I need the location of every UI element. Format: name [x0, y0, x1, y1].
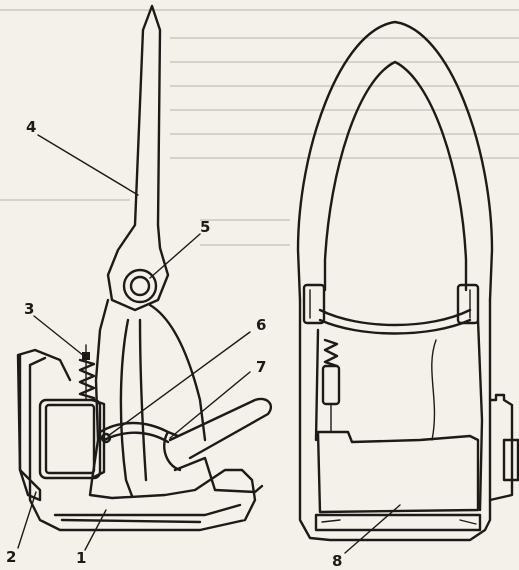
callout-5: 5 [200, 218, 210, 236]
clamp-block-inner [44, 403, 96, 475]
spring [78, 358, 96, 400]
body-inner-curve [148, 303, 207, 442]
leader-1 [84, 509, 107, 551]
lever-arm [168, 397, 273, 460]
right-post [456, 283, 480, 325]
callout-2: 2 [6, 548, 16, 566]
leader-2 [17, 491, 37, 549]
leader-4 [37, 134, 139, 196]
clamp-block-tab [90, 398, 106, 480]
background-text-traces [0, 9, 519, 246]
leader-3 [33, 315, 85, 357]
leader-8 [344, 504, 401, 554]
pivot-inner [129, 275, 151, 297]
spring-cap [82, 352, 90, 360]
callout-8: 8 [332, 552, 342, 570]
arch-crossbar [318, 308, 472, 327]
clamp-block [38, 398, 102, 480]
linkage-pin [100, 432, 112, 444]
side-knob [488, 393, 514, 502]
linkage-2 [102, 431, 170, 444]
arch-crossbar-2 [318, 318, 472, 335]
body-inner-curve-2 [119, 318, 134, 498]
callout-4: 4 [26, 118, 36, 136]
pivot-outer [122, 268, 158, 304]
leader-lines [17, 134, 401, 554]
body-inner-curve-3 [138, 318, 148, 482]
front-body-left-inner [314, 328, 320, 442]
lower-rail [53, 503, 242, 517]
leader-7 [169, 371, 251, 439]
front-spring-cylinder [321, 364, 341, 406]
leader-5 [149, 233, 201, 279]
front-body-right-inner [476, 318, 484, 512]
left-post [302, 283, 326, 325]
leader-6 [107, 331, 251, 437]
lower-block-base [314, 513, 482, 532]
lever-arm-lower [173, 456, 264, 494]
callout-1: 1 [76, 549, 86, 567]
callout-7: 7 [256, 358, 266, 376]
inner-arch [323, 60, 468, 292]
lever-hook [163, 430, 182, 472]
wavy-rod [431, 339, 437, 441]
callout-6: 6 [256, 316, 266, 334]
lower-rail-2 [60, 518, 202, 524]
lower-block [316, 430, 480, 514]
front-body [298, 298, 492, 542]
callout-labels: 4 5 3 6 7 2 1 8 [6, 118, 342, 570]
side-knob-plate [502, 438, 519, 482]
bracket [18, 353, 47, 502]
handle [106, 4, 170, 312]
front-view [296, 20, 519, 542]
callout-3: 3 [24, 300, 34, 318]
side-view [16, 4, 273, 532]
front-spring [323, 338, 339, 368]
outer-arch [296, 20, 494, 302]
